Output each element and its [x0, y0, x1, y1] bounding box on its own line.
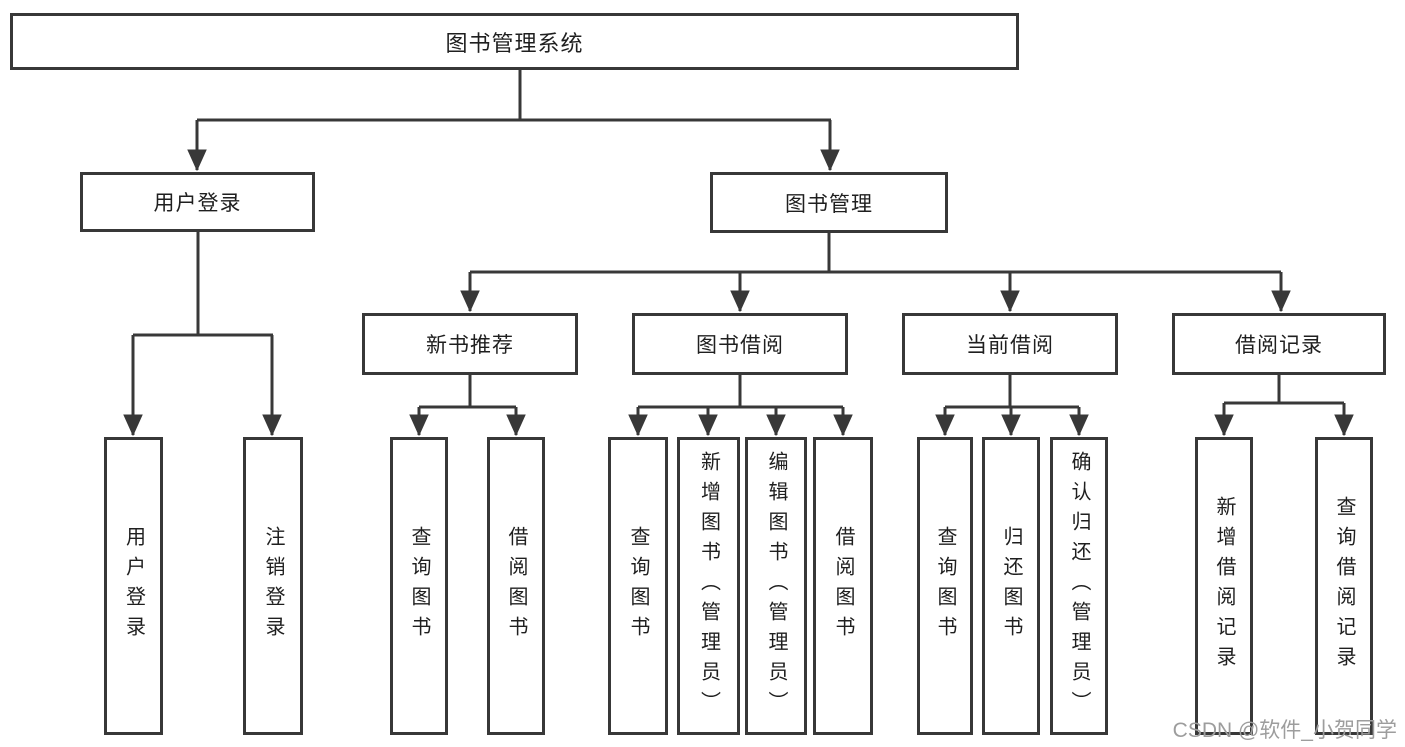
leaf-borrow-books-borrowing: 借阅图书	[813, 437, 873, 735]
node-book-borrowing: 图书借阅	[632, 313, 848, 375]
node-label: 注销登录	[262, 526, 284, 646]
leaf-query-books-current: 查询图书	[917, 437, 973, 735]
leaf-query-books-recommend: 查询图书	[390, 437, 448, 735]
node-label: 查询图书	[627, 526, 649, 646]
node-label: 查询图书	[934, 526, 956, 646]
node-label: 新增借阅记录	[1213, 496, 1235, 676]
leaf-query-borrow-record: 查询借阅记录	[1315, 437, 1373, 735]
leaf-user-login: 用户登录	[104, 437, 163, 735]
node-label: 新增图书（管理员）	[697, 451, 720, 721]
node-label: 编辑图书（管理员）	[765, 451, 787, 721]
node-label: 图书管理系统	[445, 30, 584, 56]
leaf-query-books-borrowing: 查询图书	[608, 437, 668, 735]
leaf-edit-books-admin: 编辑图书（管理员）	[745, 437, 807, 735]
node-label: 新书推荐	[426, 334, 514, 357]
node-label: 查询借阅记录	[1333, 496, 1355, 676]
node-label: 确认归还（管理员）	[1068, 451, 1090, 721]
node-label: 借阅图书	[505, 526, 527, 646]
node-new-book-recommendation: 新书推荐	[362, 313, 578, 375]
node-library-management-system: 图书管理系统	[10, 13, 1019, 70]
node-label: 图书管理	[785, 192, 873, 216]
node-label: 借阅图书	[832, 526, 854, 646]
leaf-return-books: 归还图书	[982, 437, 1040, 735]
leaf-borrow-books-recommend: 借阅图书	[487, 437, 545, 735]
leaf-logout: 注销登录	[243, 437, 303, 735]
node-user-login: 用户登录	[80, 172, 315, 232]
node-borrowing-records: 借阅记录	[1172, 313, 1386, 375]
node-label: 用户登录	[122, 526, 145, 646]
node-label: 借阅记录	[1235, 334, 1323, 357]
leaf-add-books-admin: 新增图书（管理员）	[677, 437, 740, 735]
watermark: CSDN @软件_小贺同学	[1172, 719, 1397, 742]
node-label: 图书借阅	[696, 334, 784, 357]
node-label: 归还图书	[1000, 526, 1022, 646]
node-current-borrowing: 当前借阅	[902, 313, 1118, 375]
node-label: 查询图书	[408, 526, 430, 646]
node-label: 当前借阅	[966, 334, 1054, 357]
node-label: 用户登录	[153, 192, 242, 215]
node-book-management: 图书管理	[710, 172, 948, 233]
leaf-confirm-return-admin: 确认归还（管理员）	[1050, 437, 1108, 735]
leaf-add-borrow-record: 新增借阅记录	[1195, 437, 1253, 735]
